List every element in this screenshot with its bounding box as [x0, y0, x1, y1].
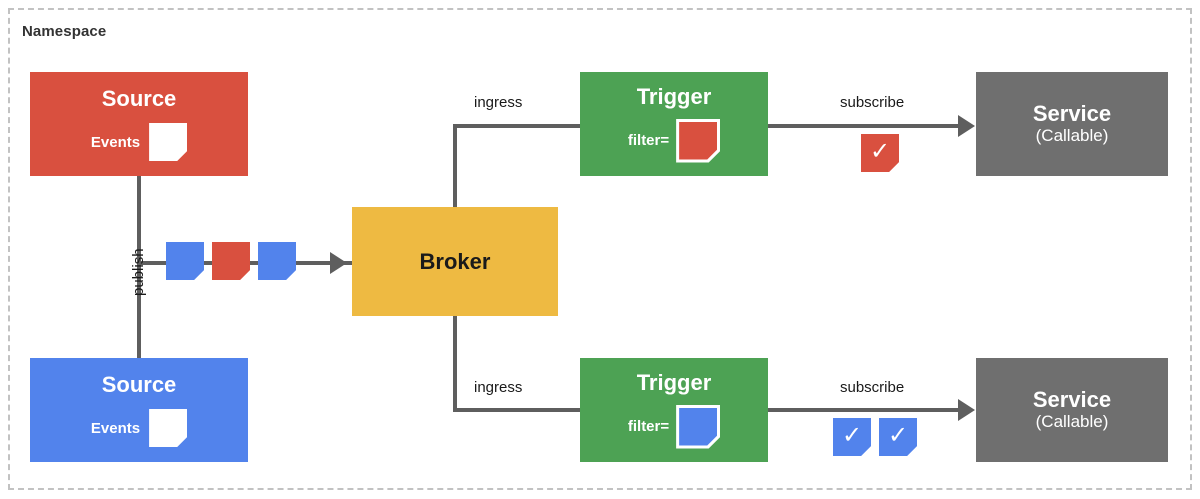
namespace-container [8, 8, 1192, 490]
node-source-blue[interactable]: Source Events [30, 358, 248, 462]
publish-arrow-head [330, 252, 347, 274]
event-document-red-icon [679, 121, 718, 160]
event-document-white-icon [149, 123, 188, 162]
ingress-bottom-label: ingress [474, 379, 523, 396]
trigger-bottom-filter-row: filter= [627, 404, 721, 449]
source-red-events-label: Events [90, 133, 141, 151]
ingress-top-line [453, 124, 582, 128]
delivered-events-top-group: ✓ [861, 134, 899, 172]
event-document-blue-icon [258, 242, 296, 280]
trigger-bottom-title: Trigger [636, 370, 712, 396]
subscribe-top-arrow-head [958, 115, 975, 137]
check-icon: ✓ [887, 421, 909, 449]
service-bottom-title: Service [1032, 387, 1112, 413]
event-document-blue-icon [166, 242, 204, 280]
check-icon: ✓ [841, 421, 863, 449]
ingress-bottom-line [453, 408, 582, 412]
node-service-top[interactable]: Service (Callable) [976, 72, 1168, 176]
filter-swatch-ring [676, 118, 721, 163]
subscribe-bottom-arrow-head [958, 399, 975, 421]
subscribe-bottom-line [768, 408, 965, 412]
event-document-blue-check-icon: ✓ [879, 418, 917, 456]
node-trigger-bottom[interactable]: Trigger filter= [580, 358, 768, 462]
service-bottom-subtitle: (Callable) [1035, 412, 1109, 432]
trigger-bottom-filter-label: filter= [627, 418, 670, 436]
subscribe-top-label: subscribe [840, 94, 905, 111]
node-trigger-top[interactable]: Trigger filter= [580, 72, 768, 176]
broker-title: Broker [419, 248, 491, 274]
service-top-title: Service [1032, 101, 1112, 127]
source-blue-events-row: Events [90, 409, 188, 448]
ingress-top-label: ingress [474, 94, 523, 111]
source-red-title: Source [101, 85, 177, 111]
subscribe-top-line [768, 124, 965, 128]
publish-label: publish [130, 248, 147, 296]
node-source-red[interactable]: Source Events [30, 72, 248, 176]
event-document-blue-check-icon: ✓ [833, 418, 871, 456]
source-red-events-row: Events [90, 123, 188, 162]
event-stream-group [166, 242, 296, 280]
event-document-white-icon [149, 409, 188, 448]
event-document-blue-icon [679, 407, 718, 446]
filter-swatch-ring [676, 404, 721, 449]
trigger-top-filter-row: filter= [627, 118, 721, 163]
delivered-events-bottom-group: ✓ ✓ [833, 418, 917, 456]
source-blue-events-label: Events [90, 419, 141, 437]
publish-trunk-line [137, 176, 141, 366]
trigger-top-title: Trigger [636, 84, 712, 110]
node-broker[interactable]: Broker [352, 207, 558, 316]
check-icon: ✓ [869, 137, 891, 165]
trigger-top-filter-label: filter= [627, 132, 670, 150]
event-document-red-icon [212, 242, 250, 280]
event-document-red-check-icon: ✓ [861, 134, 899, 172]
service-top-subtitle: (Callable) [1035, 126, 1109, 146]
namespace-label: Namespace [22, 23, 107, 40]
subscribe-bottom-label: subscribe [840, 379, 905, 396]
node-service-bottom[interactable]: Service (Callable) [976, 358, 1168, 462]
source-blue-title: Source [101, 371, 177, 397]
